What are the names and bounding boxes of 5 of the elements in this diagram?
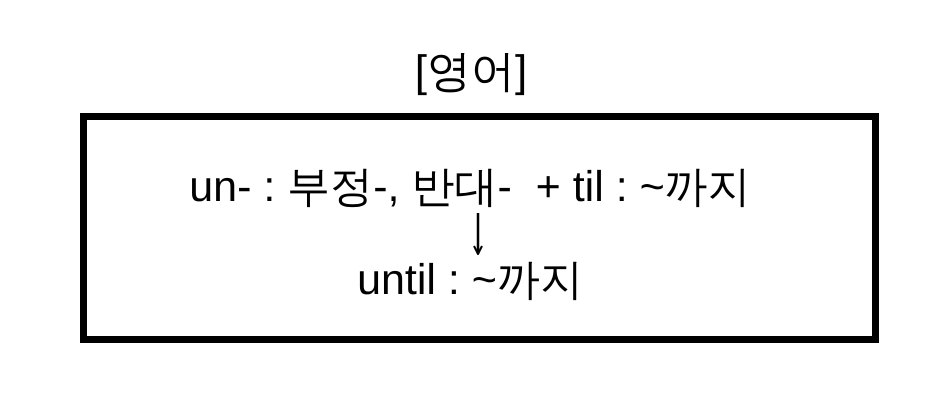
- text-line: until : ~까지: [357, 255, 583, 305]
- text-line: un- : 부정-, 반대- + til : ~까지: [189, 162, 751, 212]
- frame-box: [80, 113, 879, 343]
- arrow: [473, 213, 483, 255]
- title: [영어]: [414, 46, 528, 98]
